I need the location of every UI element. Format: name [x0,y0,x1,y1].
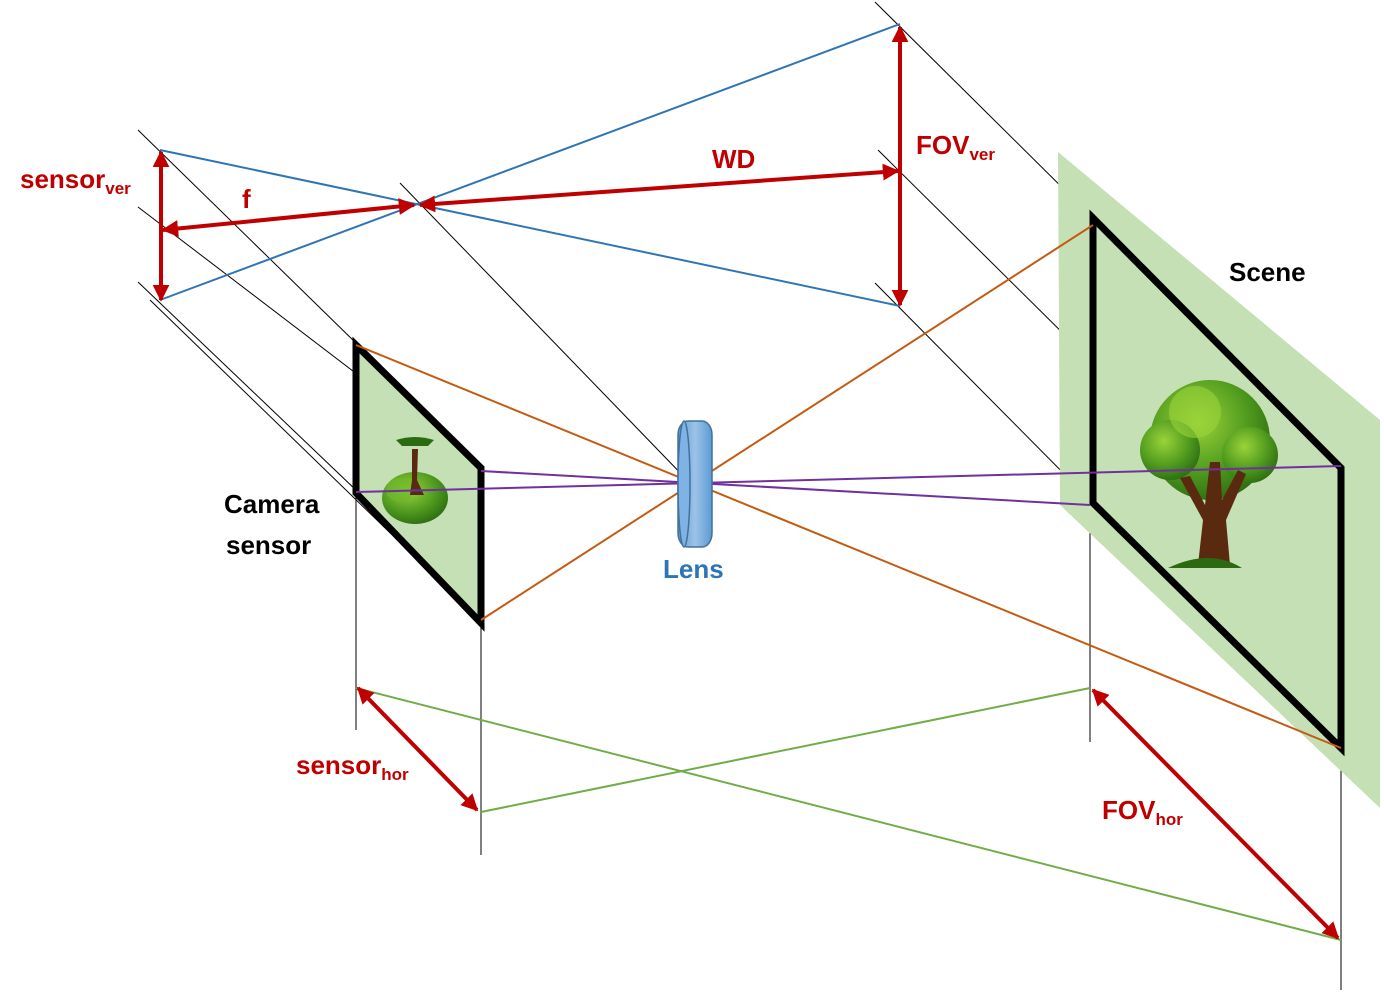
f-label: f [242,184,251,214]
sensor-hor-label: sensorhor [296,750,409,784]
fov-hor-label: FOVhor [1102,795,1183,829]
fov-hor-arrow [1091,688,1340,940]
center-rays [355,465,1342,506]
camera-sensor-label-line1: Camera [224,489,320,519]
lens-icon [677,420,713,548]
diagonal-rays [355,224,1342,749]
projection-guides [137,1,1342,990]
tree-icon [382,437,448,524]
fov-ver-label: FOVver [916,130,995,164]
sensor-hor-arrow [356,686,479,812]
f-arrow [161,198,416,237]
sensor-ver-label: sensorver [20,164,131,198]
lens-label: Lens [663,554,724,584]
dimension-arrows [152,25,1340,940]
scene-label: Scene [1229,257,1306,287]
wd-arrow [418,163,900,213]
horizontal-rays [355,687,1342,941]
wd-label: WD [712,144,755,174]
camera-sensor-label-line2: sensor [226,530,311,560]
vertical-rays [159,23,901,307]
